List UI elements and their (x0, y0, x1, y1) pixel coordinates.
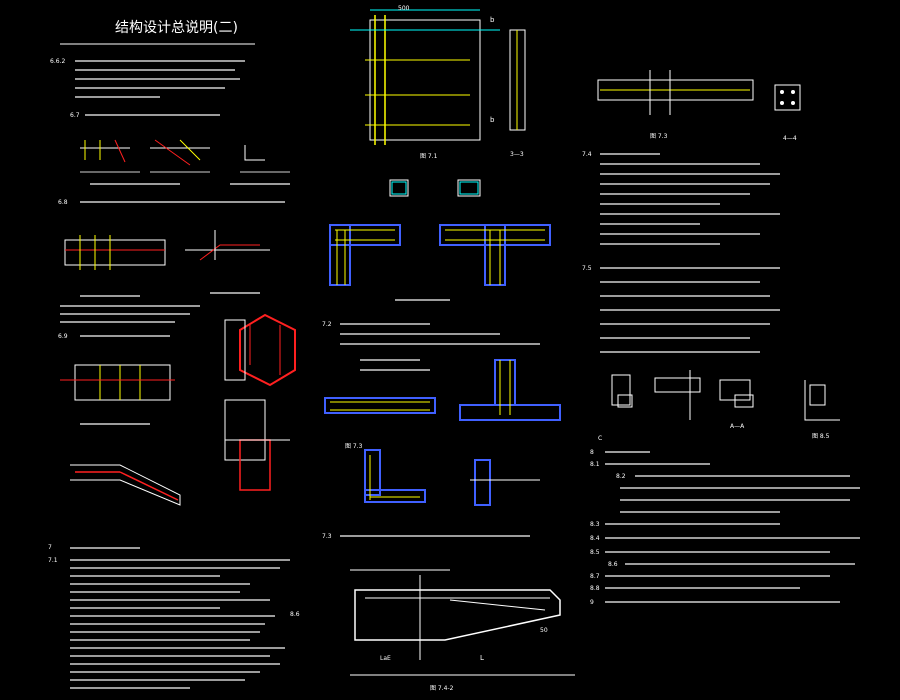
clause-8-3: 8.3 (590, 521, 600, 528)
sheet-title: 结构设计总说明(二) (115, 20, 238, 36)
clause-7: 7 (48, 544, 52, 551)
figure-small-sections (389, 179, 481, 197)
caption-fig-8-5: 图 8.5 (812, 433, 830, 440)
clause-6-8: 6.8 (58, 199, 68, 206)
caption-section-aa: A—A (730, 423, 745, 430)
clause-7-3: 7.3 (322, 533, 332, 540)
clause-8-2: 8.2 (616, 473, 626, 480)
clause-6-6-2: 6.6.2 (50, 58, 65, 65)
clause-9: 9 (590, 599, 594, 606)
dim-LaE: LaE (380, 655, 391, 662)
figure-support-details (611, 370, 840, 421)
figure-lap-splice (64, 230, 270, 270)
dim-500: 500 (398, 5, 410, 12)
clause-8-4: 8.4 (590, 535, 600, 542)
section-7-2-notes (340, 323, 540, 371)
figure-hook-details (80, 139, 290, 173)
figure-cantilever-beam (350, 569, 575, 676)
clause-6-7: 6.7 (70, 112, 80, 119)
label-b-top: b (490, 16, 495, 24)
clause-7-1-left: 7.1 (48, 557, 58, 564)
figure-column-joint (60, 364, 175, 401)
label-b-bottom: b (490, 116, 495, 124)
figure-wall-foot (364, 449, 540, 506)
figure-slab-support (324, 359, 561, 421)
caption-fig-7-1: 图 7.1 (420, 153, 438, 160)
dim-50: 50 (540, 627, 548, 634)
figure-corner-column (224, 399, 290, 491)
left-notes-top (75, 60, 245, 98)
figure-stair-beam (70, 464, 181, 506)
clause-7-2: 7.2 (322, 321, 332, 328)
figure-beam-column-joints (329, 224, 551, 286)
clause-7-4: 7.4 (582, 151, 592, 158)
clause-8-8: 8.8 (590, 585, 600, 592)
figure-secondary-beam (597, 70, 801, 115)
caption-section-4-4: 4—4 (783, 135, 797, 142)
section-7-4-notes (600, 153, 780, 245)
clause-8-7: 8.7 (590, 573, 600, 580)
section-7-5-notes (600, 267, 780, 353)
caption-section-3-3: 3—3 (510, 151, 524, 158)
section-8-9-notes (605, 523, 860, 603)
figure-rebar-cage-3d (224, 313, 296, 387)
section-8-notes (605, 451, 860, 513)
dim-L: L (480, 654, 484, 662)
figure-frame-elevation (350, 9, 526, 145)
clause-6-9: 6.9 (58, 333, 68, 340)
section-7-notes (70, 547, 290, 689)
caption-fig-7-3: 图 7.3 (650, 133, 668, 140)
clause-8-5: 8.5 (590, 549, 600, 556)
caption-fig-7-2a: 图 7.3 (345, 443, 363, 450)
caption-fig-7-4-2: 图 7.4-2 (430, 685, 454, 692)
clause-7-5: 7.5 (582, 265, 592, 272)
clause-8-6: 8.6 (608, 561, 618, 568)
clause-8-6-mid: 8.6 (290, 611, 300, 618)
clause-8-1: 8.1 (590, 461, 600, 468)
caption-support-a: C (598, 435, 602, 442)
left-notes-mid (60, 305, 200, 323)
clause-8: 8 (590, 449, 594, 456)
